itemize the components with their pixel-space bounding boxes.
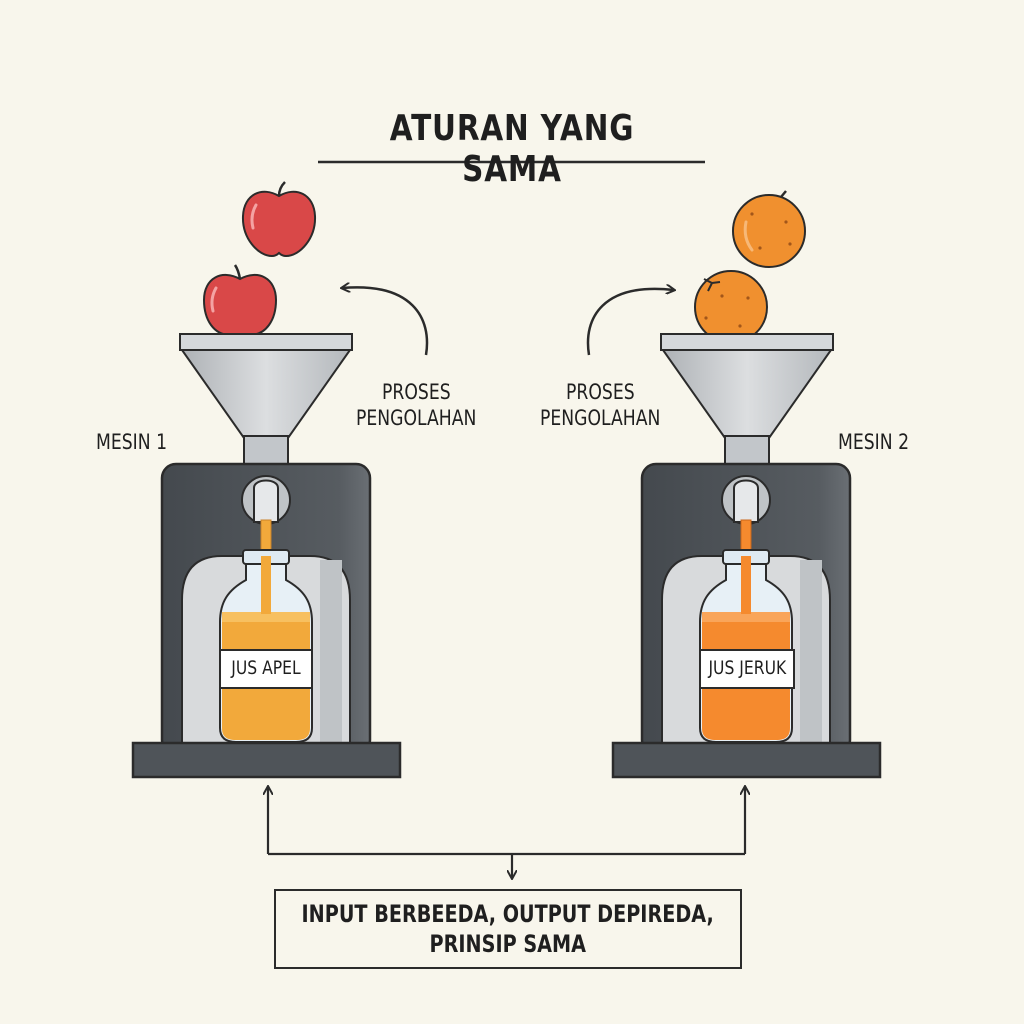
product-label-1: JUS APEL <box>231 657 301 679</box>
process-arrow <box>586 289 674 356</box>
funnel <box>179 333 353 467</box>
process-arrow <box>342 287 429 356</box>
funnel <box>660 333 834 467</box>
apple-icon <box>202 264 278 336</box>
process-label-2-line2: PENGOLAHAN <box>540 406 661 430</box>
nozzle <box>721 475 771 525</box>
machine-1-label: MESIN 1 <box>96 430 168 454</box>
machine-2-label: MESIN 2 <box>838 430 910 454</box>
connector-arrows <box>268 787 745 878</box>
product-label-2: JUS JERUK <box>708 657 787 679</box>
process-label-1-line1: PROSES <box>382 380 451 404</box>
juice-bottle <box>699 549 795 743</box>
nozzle <box>241 475 291 525</box>
summary-line-2: PRINSIP SAMA <box>429 930 587 958</box>
process-label-2-line1: PROSES <box>566 380 635 404</box>
summary-line-1: INPUT BERBEEDA, OUTPUT DEPIREDA, <box>301 900 715 928</box>
machine-base <box>131 741 402 779</box>
process-label-1-line2: PENGOLAHAN <box>356 406 477 430</box>
machine-base <box>611 741 882 779</box>
apple-icon <box>241 181 317 258</box>
machine-2 <box>586 190 882 779</box>
diagram-title: ATURAN YANG SAMA <box>389 108 635 190</box>
summary-box: INPUT BERBEEDA, OUTPUT DEPIREDA, PRINSIP… <box>274 889 742 969</box>
orange-icon <box>694 270 768 344</box>
juice-bottle <box>219 549 313 743</box>
orange-icon <box>732 190 806 268</box>
machine-1 <box>131 181 429 779</box>
